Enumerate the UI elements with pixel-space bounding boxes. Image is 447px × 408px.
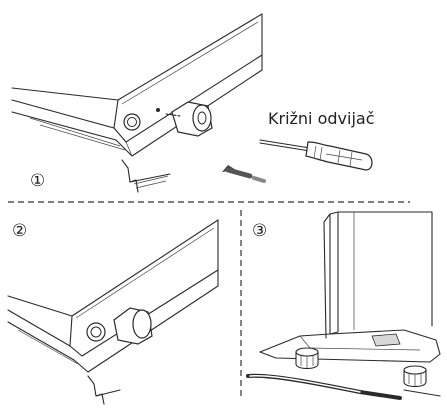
foot-icon	[295, 347, 319, 370]
step-1-label: ①	[30, 171, 45, 191]
screwdriver-icon	[259, 139, 373, 171]
tool-label: Križni odvijač	[268, 109, 375, 128]
panel-step-1: Križni odvijač ①	[11, 13, 375, 193]
screw-icon	[123, 113, 141, 131]
spacer-icon	[165, 101, 213, 137]
step-3-label: ③	[252, 221, 267, 241]
step-2-label: ②	[12, 221, 27, 241]
foot-icon	[403, 365, 427, 388]
spacer-icon	[113, 307, 153, 345]
panel-step-2: ②	[7, 219, 219, 405]
panel-step-3: ③	[246, 211, 441, 400]
screw-icon	[86, 322, 106, 342]
arrow-icon	[222, 165, 266, 183]
